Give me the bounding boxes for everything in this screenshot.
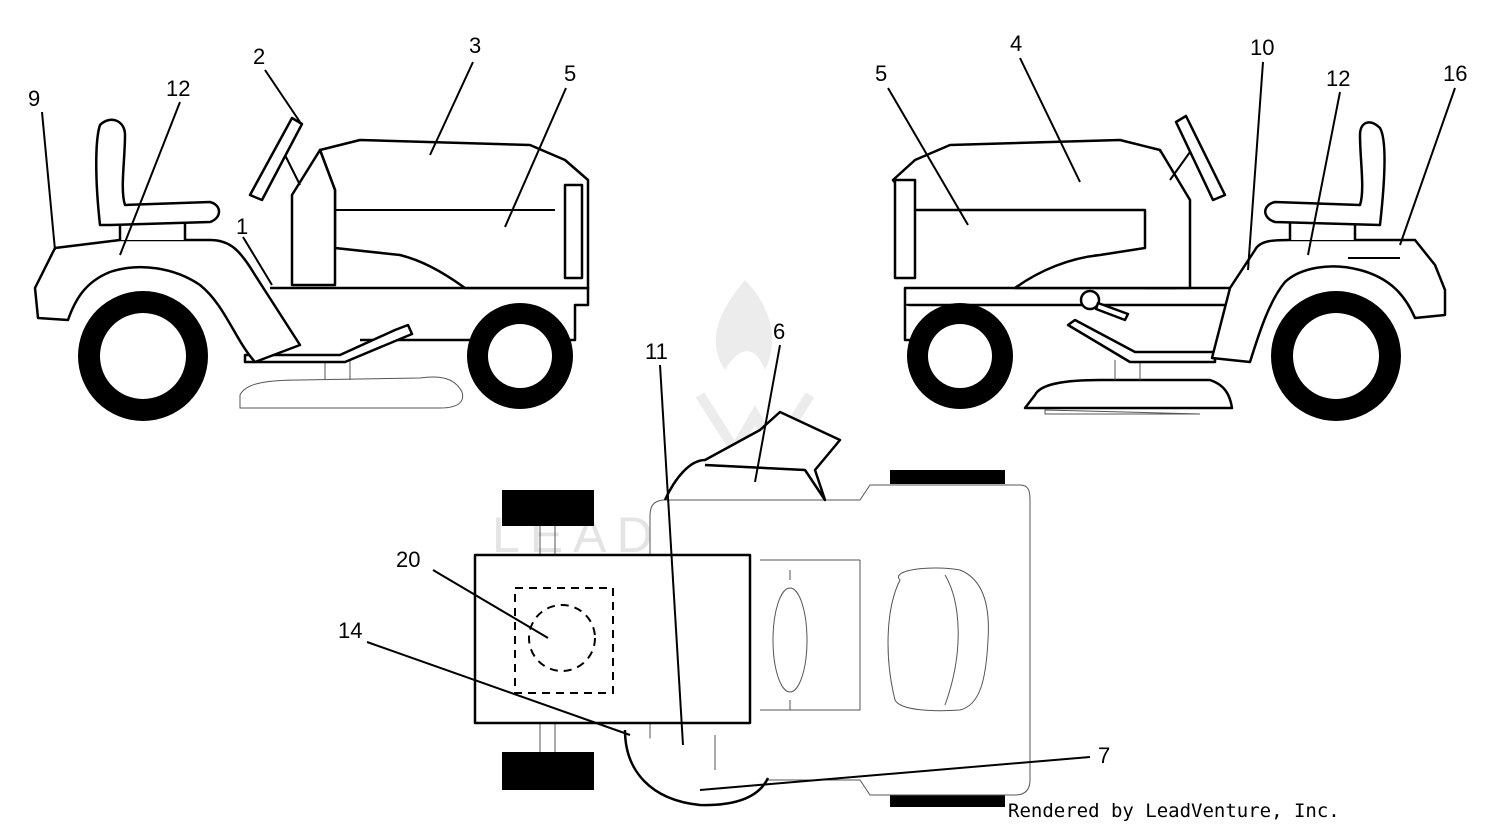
callout-12-left: 12 [166,76,190,101]
callouts: 9 12 2 3 5 1 5 4 10 12 16 6 11 20 14 7 [28,31,1467,768]
callout-4: 4 [1010,31,1022,56]
mower-top-view [473,410,1031,807]
callout-6: 6 [773,319,785,344]
callout-20: 20 [396,547,420,572]
callout-12-right: 12 [1326,66,1350,91]
mower-left-side-view [33,116,590,421]
callout-10: 10 [1250,35,1274,60]
callout-5-right: 5 [875,61,887,86]
callout-1: 1 [236,214,248,239]
callout-5-left: 5 [564,61,576,86]
mower-right-side-view [891,114,1447,421]
callout-7: 7 [1098,743,1110,768]
callout-9: 9 [28,86,40,111]
callout-16: 16 [1443,61,1467,86]
render-credit: Rendered by LeadVenture, Inc. [1008,800,1340,822]
callout-2: 2 [253,44,265,69]
leader-lines [41,57,1456,791]
callout-14: 14 [338,618,362,643]
callout-11: 11 [645,339,668,364]
callout-3: 3 [469,33,481,58]
